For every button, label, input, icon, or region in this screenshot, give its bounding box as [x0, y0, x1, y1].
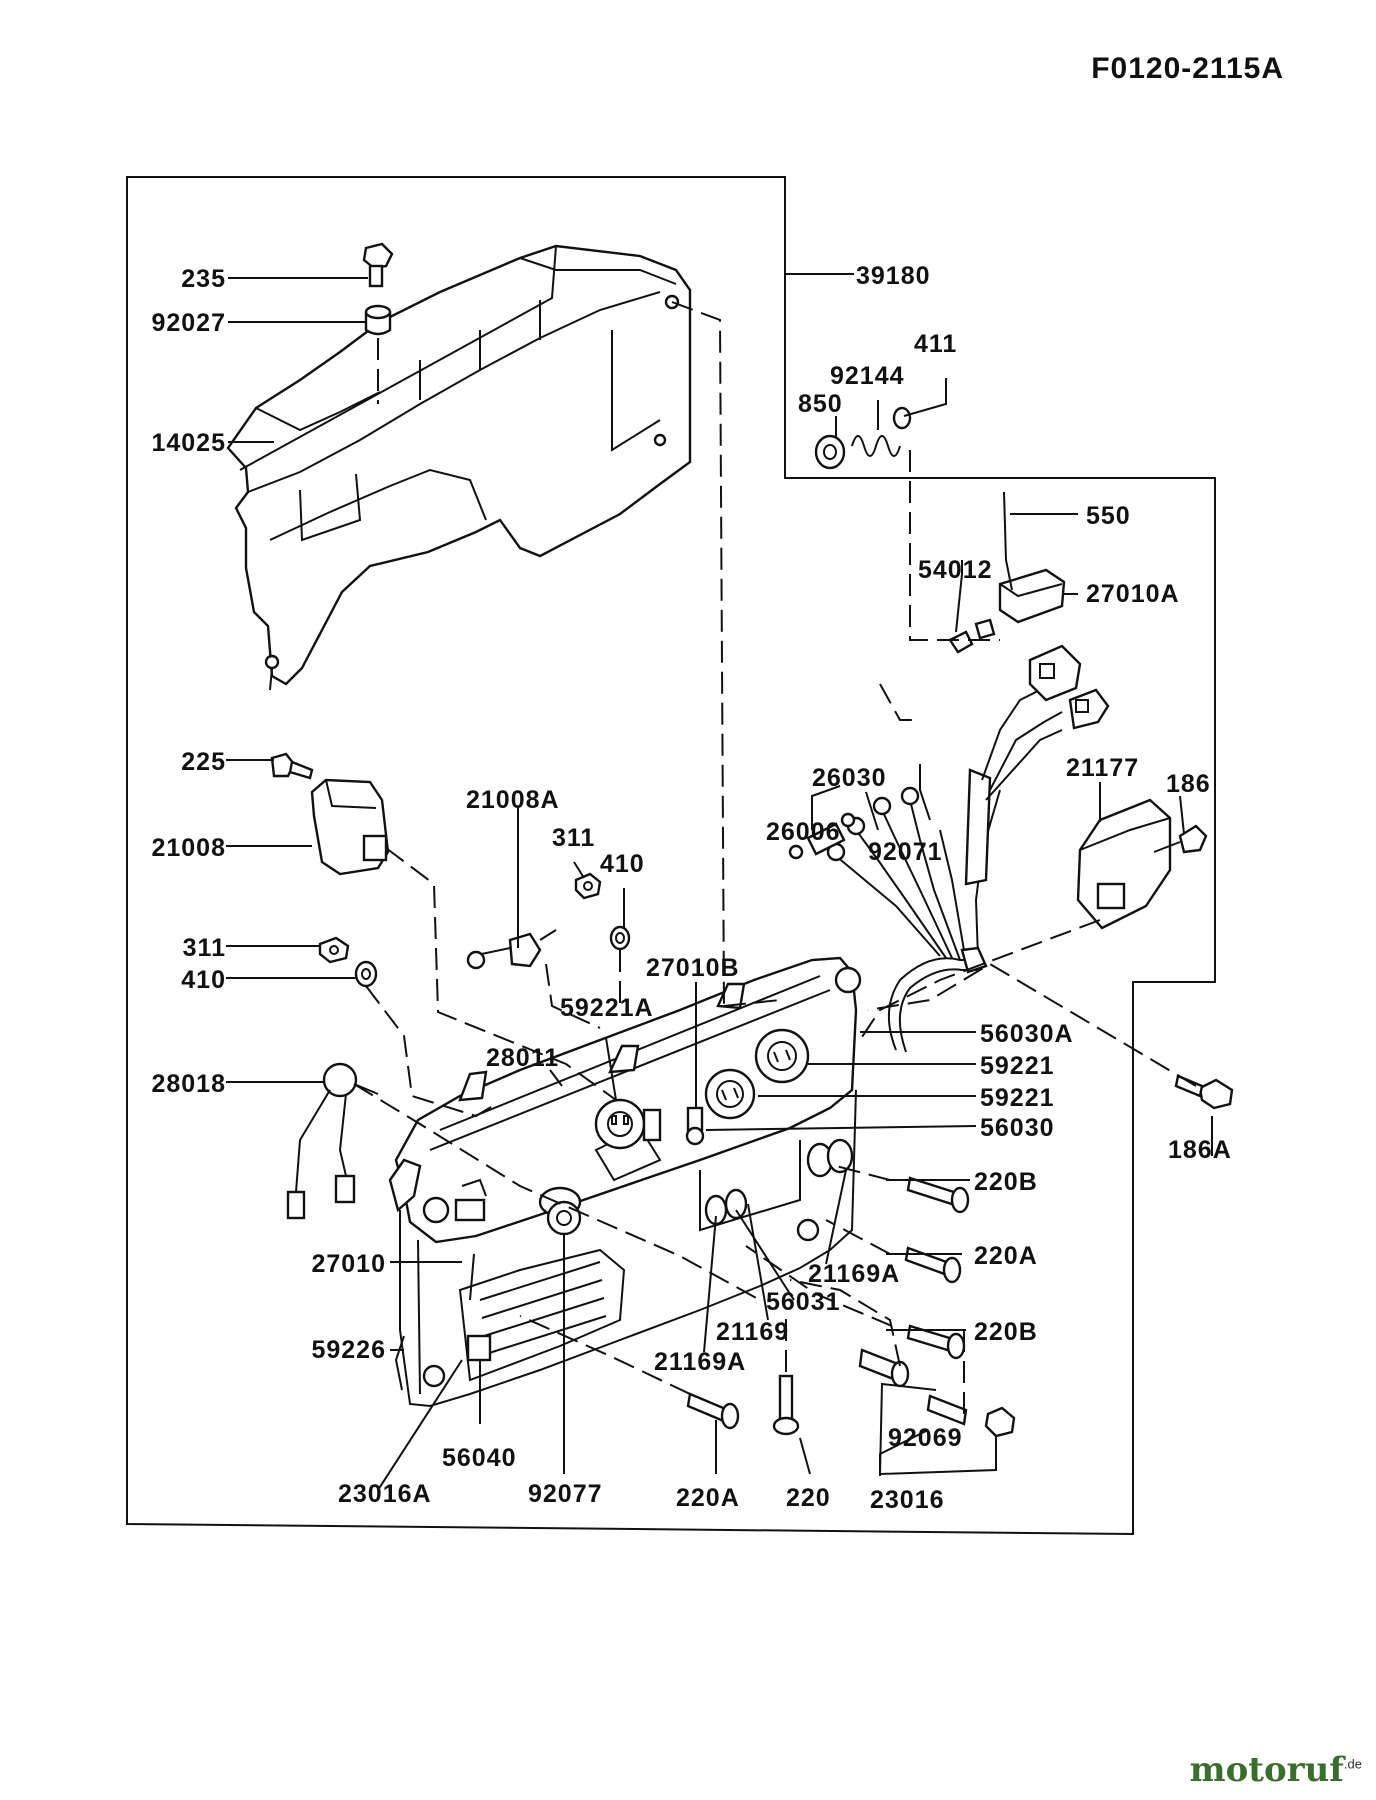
switch-21177 [1076, 798, 1172, 930]
part-label: 23016 [870, 1486, 945, 1514]
rheostat-28018 [286, 1062, 379, 1220]
washer-410-left [354, 960, 378, 988]
cap-850 [814, 434, 846, 470]
part-label: 56030 [980, 1114, 1055, 1142]
part-labels: 235 92027 14025 39180 411 92144 850 550 … [151, 262, 1232, 1514]
part-label: 28011 [486, 1044, 559, 1072]
washer-411 [892, 406, 912, 430]
spring-92144 [851, 435, 901, 457]
nut-311-mid [574, 872, 602, 900]
part-label: 220A [676, 1484, 740, 1512]
outlet-59221A [594, 1098, 646, 1150]
part-label: 220B [974, 1318, 1038, 1346]
part-label: 27010B [646, 954, 740, 982]
figure-code: F0120-2115A [1091, 52, 1284, 85]
part-label: 220A [974, 1242, 1038, 1270]
part-label: 28018 [151, 1070, 226, 1098]
bushing-23016 [858, 1348, 910, 1388]
wire-26006 [788, 812, 856, 860]
part-label: 186 [1166, 770, 1211, 798]
part-label: 27010 [311, 1250, 386, 1278]
front-panel-56030 [388, 956, 862, 1408]
part-label: 59221 [980, 1084, 1055, 1112]
harness-92071 [826, 644, 1110, 1053]
part-label: 59221A [560, 994, 654, 1022]
part-label: 59221 [980, 1052, 1055, 1080]
outlet-59221-lower [704, 1068, 756, 1120]
part-label: 26006 [766, 818, 841, 846]
socket-21008A [466, 929, 557, 970]
part-label: 410 [600, 850, 645, 878]
part-label: 23016A [338, 1480, 432, 1508]
part-label: 56031 [766, 1288, 841, 1316]
group-boundary [126, 176, 1216, 1536]
part-label: 21169 [716, 1318, 789, 1346]
cover-59226 [394, 1335, 405, 1391]
part-label: 225 [181, 748, 226, 776]
part-label: 92144 [830, 362, 905, 390]
part-label: 550 [1086, 502, 1131, 530]
part-label: 56030A [980, 1020, 1074, 1048]
part-label: 21169A [654, 1348, 746, 1376]
bolt-235 [362, 242, 394, 288]
part-label: 27010A [1086, 580, 1180, 608]
part-label: 56040 [442, 1444, 517, 1472]
part-label: 411 [914, 330, 957, 358]
part-label: 186A [1168, 1136, 1232, 1164]
washer-410-mid [609, 925, 631, 951]
part-label: 92069 [888, 1424, 963, 1452]
part-label: 21169A [808, 1260, 900, 1288]
watermark-suffix: .de [1343, 1756, 1362, 1772]
outlet-59221-upper [754, 1028, 810, 1084]
bushing-92027 [364, 304, 392, 336]
spring-92069 [926, 1394, 968, 1426]
part-label: 21008A [466, 786, 560, 814]
breaker-21169 [704, 1138, 854, 1226]
knob-92077 [546, 1200, 582, 1236]
part-label: 54012 [918, 556, 993, 584]
part-label: 850 [798, 390, 843, 418]
bolt-220 [772, 1374, 800, 1436]
bolt-220B-upper [906, 1176, 970, 1214]
bolt-220B-lower [906, 1324, 966, 1360]
part-label: 14025 [151, 429, 226, 457]
part-label: 21177 [1066, 754, 1139, 782]
part-label: 410 [181, 966, 226, 994]
assembly-lines [269, 301, 1197, 1414]
nut-311-left [318, 936, 350, 964]
part-label: 92077 [528, 1480, 603, 1508]
rod-550 [1003, 491, 1013, 591]
leader-lines [226, 273, 1213, 1491]
part-label: 21008 [151, 834, 226, 862]
bolt-220A-lower [686, 1392, 740, 1430]
part-label: 235 [181, 265, 226, 293]
cover-14025 [226, 244, 692, 686]
watermark-name: motoruf [1189, 1750, 1344, 1790]
bolt-186A [1174, 1074, 1234, 1110]
part-label: 220B [974, 1168, 1038, 1196]
part-label: 311 [552, 824, 595, 852]
part-label: 39180 [856, 262, 931, 290]
connector-27010A [998, 568, 1066, 624]
part-label: 59226 [311, 1336, 386, 1364]
screw-186 [1153, 824, 1208, 854]
part-label: 220 [786, 1484, 831, 1512]
regulator-21008 [310, 778, 390, 876]
site-watermark: motoruf.de [1190, 1750, 1362, 1790]
part-label: 311 [183, 934, 226, 962]
bulb-54012 [948, 618, 996, 654]
part-label: 26030 [812, 764, 887, 792]
part-label: 92071 [868, 838, 943, 866]
part-label: 92027 [151, 309, 226, 337]
knob-23016 [984, 1406, 1016, 1438]
screw-225 [270, 752, 314, 780]
